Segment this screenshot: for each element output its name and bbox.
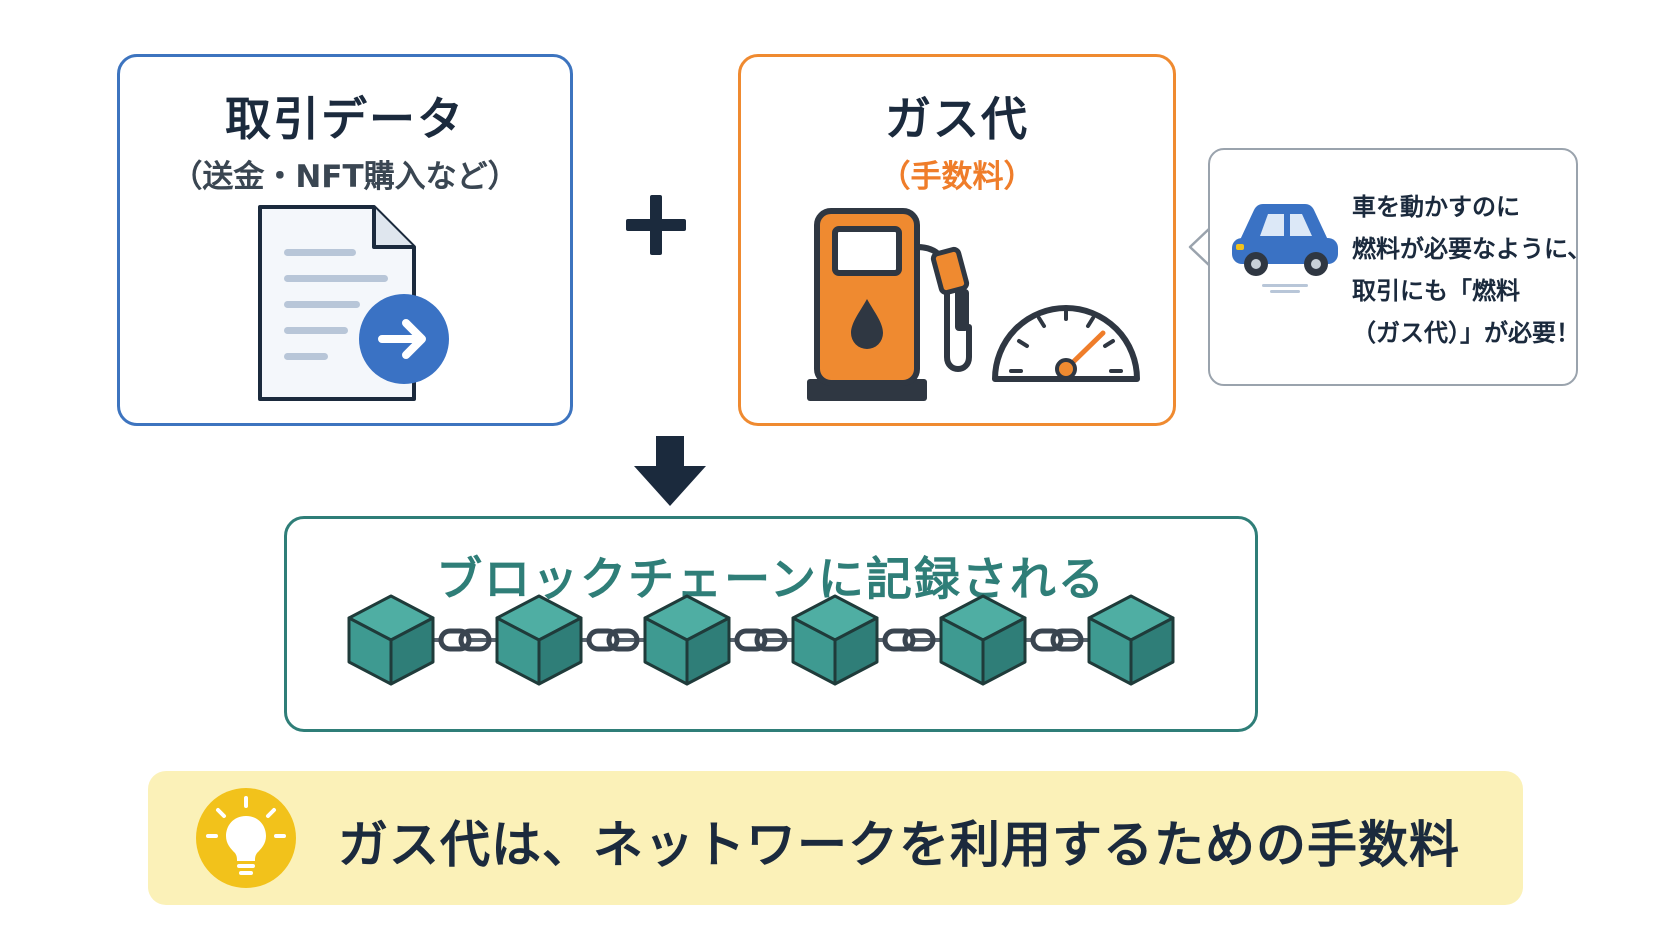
note-line: 車を動かすのに — [1352, 193, 1520, 221]
gas-subtitle: （手数料） — [879, 159, 1035, 195]
fuel-analogy-text: 車を動かすのに 燃料が必要なように、 取引にも「燃料 （ガス代）」が必要！ — [1352, 186, 1591, 354]
note-line: 燃料が必要なように、 — [1352, 235, 1592, 263]
fuel-analogy-bubble: 車を動かすのに 燃料が必要なように、 取引にも「燃料 （ガス代）」が必要！ — [1208, 148, 1591, 386]
blockchain-title: ブロックチェーンに記録される — [436, 552, 1106, 606]
chain-link — [581, 628, 645, 652]
chain-link — [729, 628, 793, 652]
transaction-subtitle: （送金・NFT購入など） — [171, 159, 519, 195]
arrow-right-circle-icon — [359, 294, 449, 384]
block-cube — [495, 594, 583, 686]
gauge-icon — [992, 305, 1140, 382]
blockchain-box: ブロックチェーンに記録される — [284, 516, 1258, 732]
gas-fee-box: ガス代 （手数料） — [738, 54, 1176, 426]
gas-title: ガス代 — [885, 92, 1029, 146]
down-arrow-icon — [634, 436, 706, 506]
transaction-title: 取引データ — [225, 92, 465, 146]
block-cube — [347, 594, 435, 686]
transaction-data-box: 取引データ （送金・NFT購入など） — [117, 54, 573, 426]
tip-bar: ガス代は、ネットワークを利用するための手数料 — [148, 771, 1523, 905]
block-cube — [939, 594, 1027, 686]
tip-text: ガス代は、ネットワークを利用するための手数料 — [338, 816, 1460, 874]
block-cube — [791, 594, 879, 686]
fuel-pump-icon — [807, 208, 972, 401]
plus-icon — [626, 195, 686, 255]
note-line: 取引にも「燃料 — [1352, 277, 1520, 305]
blockchain-chain — [347, 594, 1175, 686]
block-cube — [1087, 594, 1175, 686]
chain-link — [1025, 628, 1089, 652]
car-icon — [1232, 204, 1338, 293]
chain-link — [877, 628, 941, 652]
block-cube — [643, 594, 731, 686]
lightbulb-icon — [196, 788, 296, 888]
chain-link — [433, 628, 497, 652]
note-line: （ガス代）」が必要！ — [1352, 319, 1580, 347]
